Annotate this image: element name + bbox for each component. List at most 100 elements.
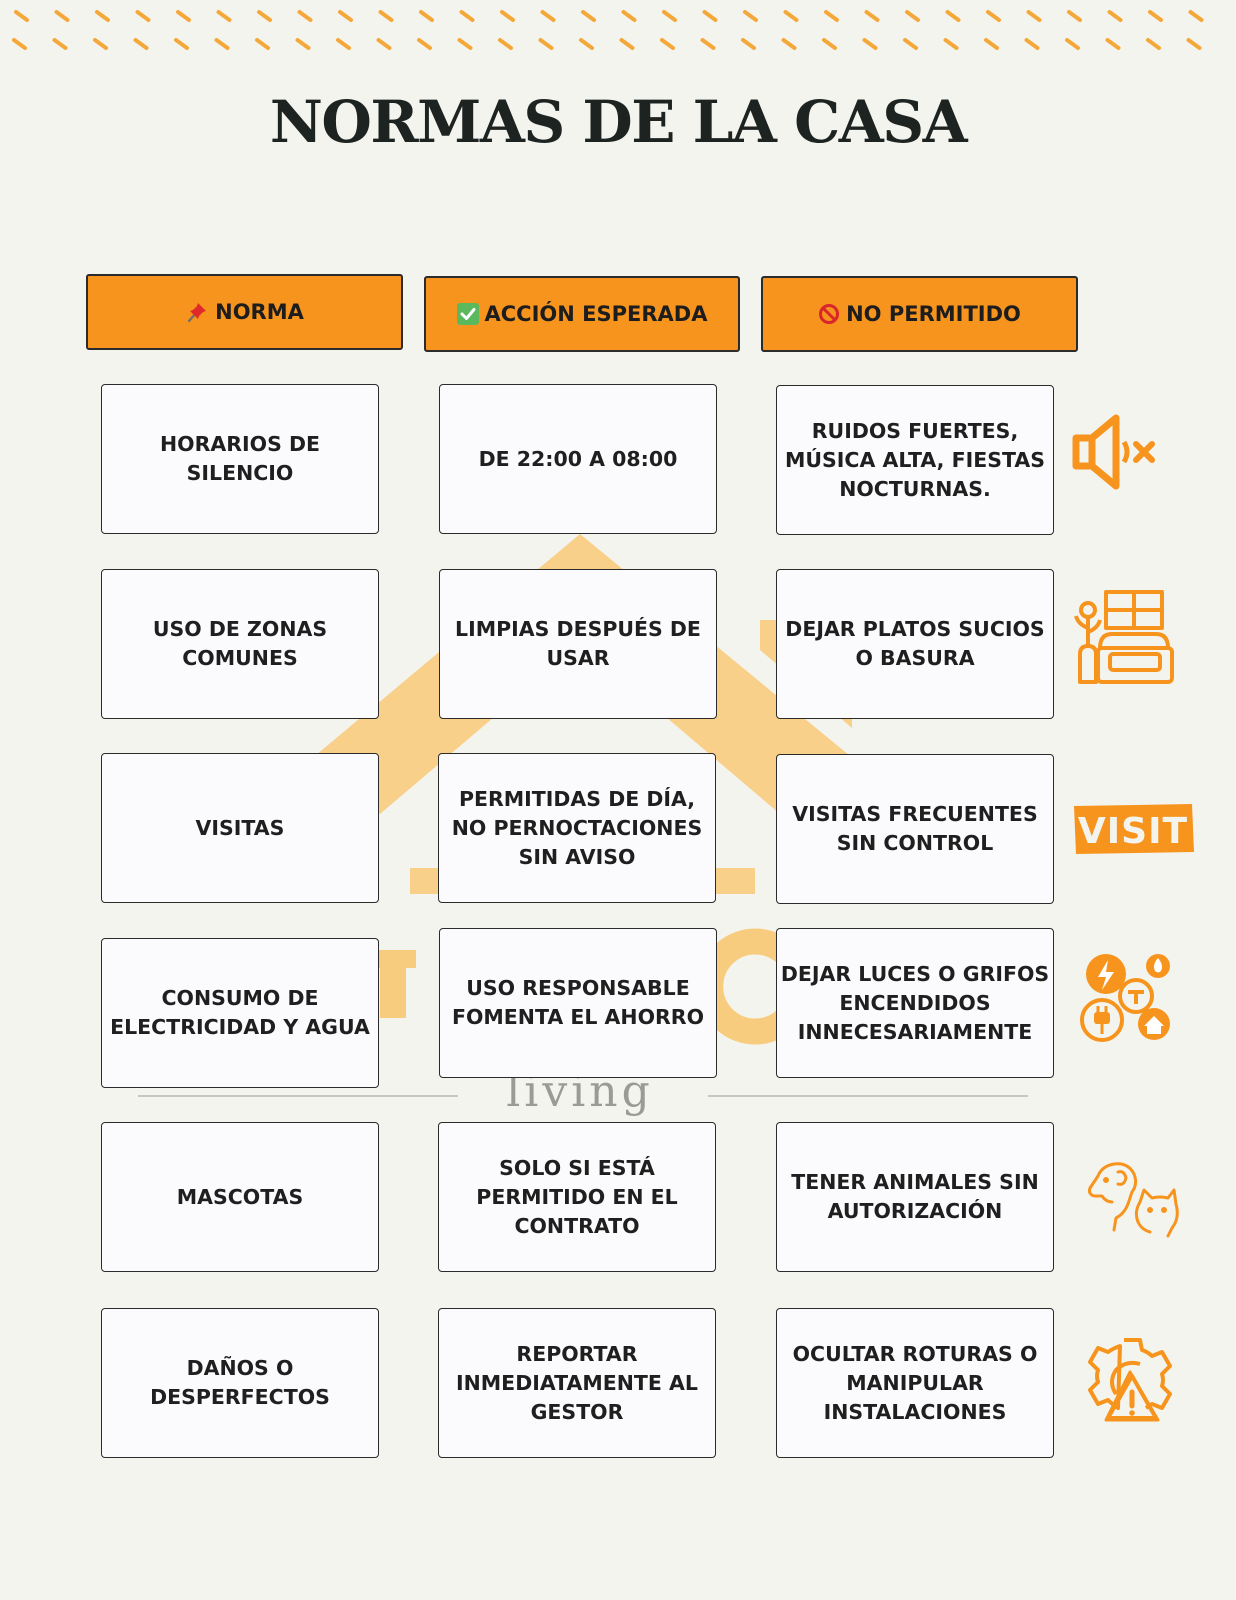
cell-norma: MASCOTAS [101, 1122, 379, 1272]
cell-accion-text: REPORTAR INMEDIATAMENTE AL GESTOR [456, 1341, 698, 1424]
border-dash [700, 38, 716, 50]
border-dash [93, 38, 108, 50]
border-dash [1026, 10, 1042, 22]
cell-accion: SOLO SI ESTÁ PERMITIDO EN EL CONTRATO [438, 1122, 716, 1272]
border-dash [257, 10, 272, 22]
cell-no-permitido-text: DEJAR PLATOS SUCIOS O BASURA [785, 617, 1045, 670]
border-dash [986, 10, 1001, 22]
cell-accion-text: DE 22:00 A 08:00 [478, 446, 678, 471]
border-dash [743, 10, 758, 22]
cell-accion-text: USO RESPONSABLE FOMENTA EL AHORRO [451, 976, 705, 1029]
border-dash [378, 10, 394, 22]
cell-norma-text: MASCOTAS [176, 1184, 304, 1209]
cell-no-permitido-text: TENER ANIMALES SIN AUTORIZACIÓN [791, 1170, 1039, 1223]
border-dash [538, 38, 554, 50]
cell-no-permitido: TENER ANIMALES SIN AUTORIZACIÓN [776, 1122, 1054, 1272]
border-dash [862, 38, 878, 50]
border-dash [1024, 38, 1040, 50]
border-dash [903, 38, 918, 50]
cell-no-permitido: VISITAS FRECUENTES SIN CONTROL [776, 754, 1054, 904]
header-accion-esperada-label: ACCIÓN ESPERADA [484, 302, 708, 326]
border-dash [174, 38, 189, 50]
cell-norma-text: DAÑOS O DESPERFECTOS [150, 1356, 330, 1409]
cell-norma-text: HORARIOS DE SILENCIO [160, 432, 320, 485]
border-dash [133, 38, 149, 50]
border-dash [214, 38, 230, 50]
pets-icon [1088, 1162, 1179, 1238]
border-dash [1146, 38, 1161, 50]
cell-no-permitido-text: RUIDOS FUERTES, MÚSICA ALTA, FIESTAS NOC… [784, 418, 1045, 501]
border-dash [459, 10, 475, 22]
prohibited-icon [818, 303, 840, 325]
cell-accion: PERMITIDAS DE DÍA, NO PERNOCTACIONES SIN… [438, 753, 716, 903]
gear-warning-icon [1088, 1338, 1172, 1422]
cell-norma: HORARIOS DE SILENCIO [101, 384, 379, 534]
header-no-permitido-label: NO PERMITIDO [846, 302, 1021, 326]
border-dash [540, 10, 556, 22]
cell-accion: DE 22:00 A 08:00 [439, 384, 717, 534]
cell-norma-text: CONSUMO DE ELECTRICIDAD Y AGUA [110, 986, 370, 1039]
cell-norma: CONSUMO DE ELECTRICIDAD Y AGUA [101, 938, 379, 1088]
border-dash [338, 10, 353, 22]
border-dash [905, 10, 920, 22]
living-room-icon [1074, 590, 1174, 684]
border-dash [579, 38, 594, 50]
cell-no-permitido: DEJAR LUCES O GRIFOS ENCENDIDOS INNECESA… [776, 928, 1054, 1078]
pushpin-icon [185, 300, 209, 324]
border-dash [457, 38, 473, 50]
border-dash [619, 38, 635, 50]
mute-speaker-icon [1072, 414, 1155, 490]
border-dash [783, 10, 799, 22]
cell-norma-text: USO DE ZONAS COMUNES [152, 617, 328, 670]
border-dash [135, 10, 151, 22]
border-dash [417, 38, 432, 50]
border-dash [822, 38, 837, 50]
utilities-icon [1080, 954, 1170, 1042]
border-dash [498, 38, 513, 50]
page-title: NORMAS DE LA CASA [269, 88, 968, 156]
dashed-top-border [12, 10, 1204, 50]
border-dash [54, 10, 70, 22]
border-dash [660, 38, 675, 50]
border-dash [500, 10, 515, 22]
cell-accion: USO RESPONSABLE FOMENTA EL AHORRO [439, 928, 717, 1078]
border-dash [1065, 38, 1080, 50]
border-dash [14, 10, 29, 22]
border-dash [255, 38, 270, 50]
cell-norma-text: VISITAS [195, 815, 285, 840]
border-dash [176, 10, 191, 22]
visit-stamp-icon: VISIT [1074, 804, 1194, 854]
border-dash [1148, 10, 1163, 22]
cell-accion-text: PERMITIDAS DE DÍA, NO PERNOCTACIONES SIN… [451, 786, 703, 869]
header-norma-label: NORMA [215, 300, 304, 324]
border-dash [702, 10, 718, 22]
border-dash [295, 38, 311, 50]
cell-norma: VISITAS [101, 753, 379, 903]
cell-accion: REPORTAR INMEDIATAMENTE AL GESTOR [438, 1308, 716, 1458]
border-dash [943, 38, 959, 50]
border-dash [945, 10, 961, 22]
border-dash [581, 10, 596, 22]
border-dash [95, 10, 110, 22]
cell-no-permitido: DEJAR PLATOS SUCIOS O BASURA [776, 569, 1054, 719]
border-dash [864, 10, 880, 22]
border-dash [621, 10, 637, 22]
cell-accion: LIMPIAS DESPUÉS DE USAR [439, 569, 717, 719]
cell-no-permitido: OCULTAR ROTURAS O MANIPULAR INSTALACIONE… [776, 1308, 1054, 1458]
visit-stamp-text: VISIT [1078, 811, 1188, 852]
cell-accion-text: LIMPIAS DESPUÉS DE USAR [455, 617, 701, 670]
check-mark-icon [456, 303, 479, 325]
border-dash [216, 10, 232, 22]
cell-no-permitido: RUIDOS FUERTES, MÚSICA ALTA, FIESTAS NOC… [776, 385, 1054, 535]
cell-accion-text: SOLO SI ESTÁ PERMITIDO EN EL CONTRATO [476, 1155, 678, 1238]
border-dash [336, 38, 351, 50]
cell-no-permitido-text: DEJAR LUCES O GRIFOS ENCENDIDOS INNECESA… [780, 961, 1050, 1044]
border-dash [824, 10, 839, 22]
header-no-permitido: NO PERMITIDO [761, 276, 1078, 352]
border-dash [1105, 38, 1121, 50]
border-dash [1067, 10, 1082, 22]
header-accion-esperada: ACCIÓN ESPERADA [424, 276, 740, 352]
cell-norma: DAÑOS O DESPERFECTOS [101, 1308, 379, 1458]
cell-norma: USO DE ZONAS COMUNES [101, 569, 379, 719]
border-dash [1107, 10, 1123, 22]
